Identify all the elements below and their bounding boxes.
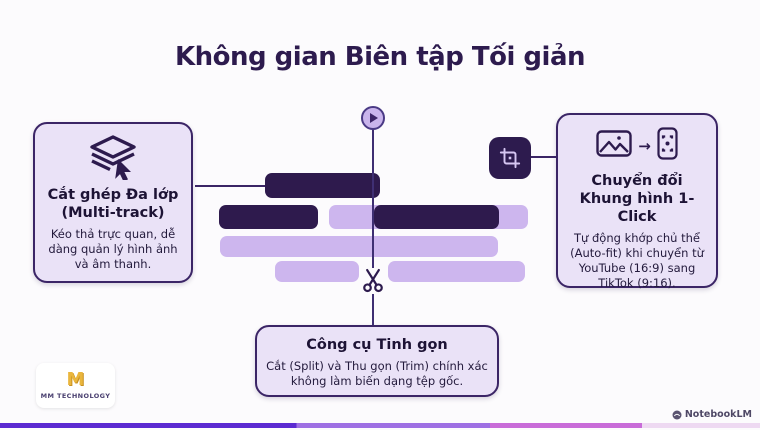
landscape-image-icon [596, 130, 632, 161]
notebooklm-icon [672, 410, 682, 419]
card-frame-convert: → Chuyển đổi Khung hình 1-Click Tự động … [556, 113, 718, 291]
playhead-line-bottom [372, 294, 374, 325]
card-frame-convert-body: Tự động khớp chủ thể (Auto-fit) khi chuy… [570, 231, 704, 291]
phone-autofit-icon [657, 127, 678, 164]
timeline-clip [388, 261, 525, 282]
timeline-clip [374, 205, 499, 229]
playhead-icon [361, 106, 385, 130]
right-arrow-icon: → [638, 136, 651, 155]
connector-left [195, 185, 265, 187]
connector-right [531, 156, 556, 158]
scissors-icon [359, 266, 387, 298]
notebooklm-watermark: NotebookLM [672, 409, 752, 420]
bottom-gradient-stripe [0, 423, 760, 428]
brand-logo-name: MM TECHNOLOGY [40, 392, 111, 400]
brand-logo-m: M [66, 369, 85, 390]
timeline-clip [220, 236, 498, 257]
card-frame-convert-heading: Chuyển đổi Khung hình 1-Click [579, 173, 695, 226]
card-multitrack: Cắt ghép Đa lớp (Multi-track) Kéo thả tr… [33, 122, 193, 283]
play-triangle-icon [370, 113, 378, 123]
card-multitrack-body: Kéo thả trực quan, dễ dàng quản lý hình … [48, 227, 178, 272]
image-to-phone-icon: → [566, 127, 708, 164]
playhead-line-top [372, 129, 374, 268]
brand-logo: M MM TECHNOLOGY [36, 363, 115, 408]
card-trim-tools-heading: Công cụ Tinh gọn [306, 337, 448, 353]
timeline-clip [275, 261, 359, 282]
card-multitrack-heading: Cắt ghép Đa lớp (Multi-track) [47, 187, 179, 222]
page-title: Không gian Biên tập Tối giản [174, 42, 586, 72]
crop-icon [489, 137, 531, 179]
notebooklm-label: NotebookLM [684, 409, 752, 420]
timeline-clip [265, 173, 380, 198]
card-trim-tools: Công cụ Tinh gọn Cắt (Split) và Thu gọn … [255, 325, 499, 397]
card-trim-tools-body: Cắt (Split) và Thu gọn (Trim) chính xác … [266, 359, 488, 389]
timeline-clip [219, 205, 318, 229]
layers-cursor-icon [43, 134, 183, 180]
